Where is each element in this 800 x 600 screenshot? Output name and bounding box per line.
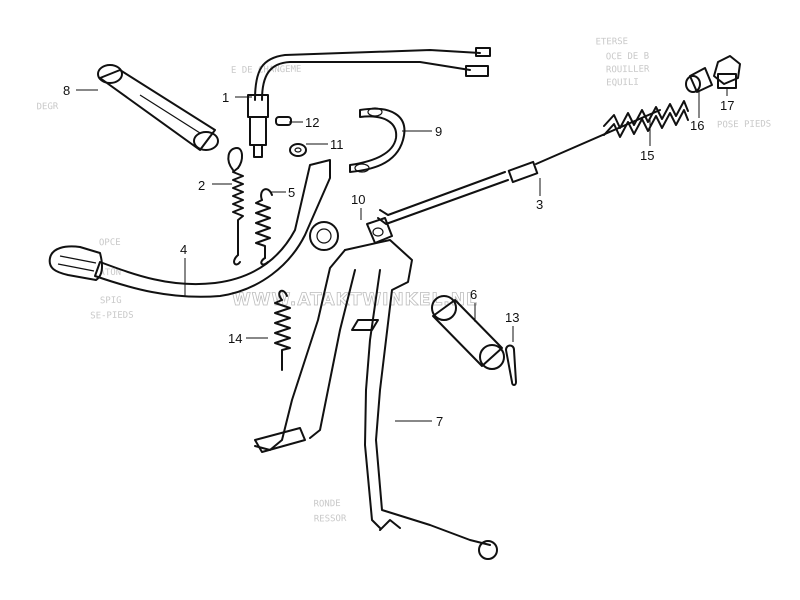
part-5-spring xyxy=(255,188,273,266)
background-ghost-text: E DE CHANGEME DEGR ETERSE OCE DE B ROUIL… xyxy=(36,37,771,525)
part-13-cotter-pin xyxy=(505,344,517,386)
ghost-text-2: DEGR xyxy=(36,102,58,112)
part-11-washer xyxy=(289,143,307,157)
callout-7: 7 xyxy=(436,414,443,429)
callout-13: 13 xyxy=(505,310,519,325)
ghost-text-12: RONDE xyxy=(313,499,340,509)
callout-8: 8 xyxy=(63,83,70,98)
callout-17: 17 xyxy=(720,98,734,113)
callout-5: 5 xyxy=(288,185,295,200)
callout-16: 16 xyxy=(690,118,704,133)
part-10-bushing xyxy=(366,217,393,244)
callout-11: 11 xyxy=(330,137,344,152)
callout-labels: 1 2 3 4 5 6 7 8 9 10 11 12 13 14 15 16 1… xyxy=(63,83,734,429)
ghost-text-3: ETERSE xyxy=(595,37,628,48)
ghost-text-10: SPIG xyxy=(100,296,122,306)
part-14-spring xyxy=(274,289,291,371)
callout-14: 14 xyxy=(228,331,242,346)
part-17-nut xyxy=(713,55,741,89)
ghost-text-6: EQUILI xyxy=(606,78,639,89)
ghost-text-8: OPCE xyxy=(99,238,121,248)
ghost-text-1: E DE CHANGEME xyxy=(231,65,302,76)
part-15-spring xyxy=(603,100,689,138)
callout-2: 2 xyxy=(198,178,205,193)
leader-lines xyxy=(76,88,728,422)
callout-12: 12 xyxy=(305,115,319,130)
part-6-stopper xyxy=(431,295,505,370)
ghost-text-5: ROUILLER xyxy=(606,65,650,76)
callout-9: 9 xyxy=(435,124,442,139)
callout-10: 10 xyxy=(351,192,365,207)
ghost-text-4: OCE DE B xyxy=(606,52,650,63)
ghost-text-13: RESSOR xyxy=(314,514,347,525)
callout-3: 3 xyxy=(536,197,543,212)
part-12-pin xyxy=(275,116,292,126)
ghost-text-9: ATON xyxy=(99,268,121,278)
watermark: WWW.ATAKTWINKEL.NL xyxy=(232,290,478,310)
part-1-stand-switch xyxy=(247,47,491,158)
callout-15: 15 xyxy=(640,148,654,163)
part-2-spring xyxy=(227,147,244,266)
callout-1: 1 xyxy=(222,90,229,105)
ghost-text-11: SE-PIEDS xyxy=(90,311,134,322)
part-9-bracket xyxy=(349,107,406,173)
part-8-pivot-pipe xyxy=(97,64,219,151)
part-16-collar xyxy=(685,67,713,93)
callout-4: 4 xyxy=(180,242,187,257)
part-4-brake-pedal xyxy=(48,159,339,298)
part-3-rod xyxy=(377,109,661,225)
part-7-main-stand xyxy=(254,239,498,560)
ghost-text-7: POSE PIEDS xyxy=(717,119,771,130)
callout-6: 6 xyxy=(470,287,477,302)
